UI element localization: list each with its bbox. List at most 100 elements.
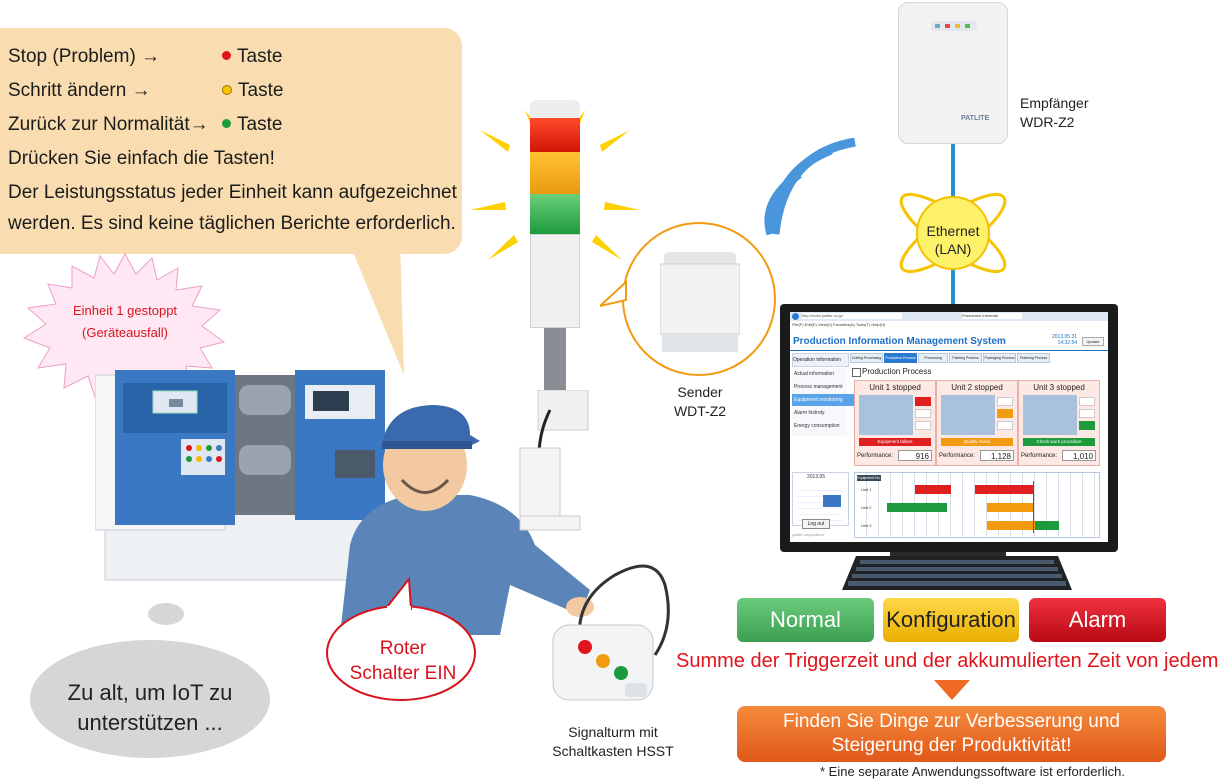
red-switch-bubble: [326, 576, 476, 701]
unit-2-status-button[interactable]: Quality check: [941, 438, 1013, 446]
unit-3-lamp-green: [1079, 421, 1095, 430]
sidebar-item-energy[interactable]: Energy consumption: [794, 423, 840, 429]
thought-cloud: [30, 640, 270, 758]
unit-2-title: Unit 2 stopped: [951, 383, 1003, 392]
wireless-signal-icon: [764, 138, 856, 236]
unit-card-1[interactable]: Unit 1 stopped Equipment failure Perform…: [854, 380, 936, 466]
browser-back-icon[interactable]: [792, 313, 799, 320]
normal-status-button: Normal: [737, 598, 874, 642]
tab-painting[interactable]: Painting Process: [949, 353, 982, 363]
unit-3-lamp-red: [1079, 397, 1095, 406]
thought-text: Zu alt, um IoT zu unterstützen ...: [40, 678, 260, 738]
unit-2-lamp-green: [997, 421, 1013, 430]
browser-address-bar: http://mahi.patlite.co.jp/ Production In…: [790, 312, 1108, 321]
down-arrow-icon: [934, 680, 970, 700]
bubble-line-press: Drücken Sie einfach die Tasten!: [8, 148, 275, 169]
section-checkbox[interactable]: [852, 368, 861, 377]
ethernet-sun-icon: [899, 193, 1007, 273]
sidebar-item-equipment[interactable]: Equipment monitoring: [792, 394, 854, 406]
sidebar-header: Operation information: [792, 353, 849, 367]
thought-line-1: Zu alt, um IoT zu: [67, 680, 233, 705]
receiver-device: PATLITE: [898, 2, 1008, 144]
timeline-header: Equipment No.: [857, 475, 881, 481]
mini-calendar[interactable]: 2013.05: [792, 472, 849, 526]
receiver-brand-logo: PATLITE: [961, 115, 990, 122]
receiver-caption: Empfänger WDR-Z2: [1020, 94, 1100, 132]
calendar-month: 2013.05: [807, 474, 826, 480]
alarm-status-button: Alarm: [1029, 598, 1166, 642]
red-switch-text: Roter Schalter EIN: [332, 636, 474, 686]
unit-2-perf-value: 1,128: [980, 450, 1014, 461]
receiver-led-icon: [935, 24, 940, 28]
unit-1-status-button[interactable]: Equipment failure: [859, 438, 931, 446]
unit-2-image: [941, 395, 995, 435]
tower-green-light: [530, 194, 580, 234]
unit-2-lamp-amber: [997, 409, 1013, 418]
timeline-grid: Equipment No. Unit 1 Unit 2 Unit 3: [854, 472, 1100, 538]
footer-text: patlite corporation: [792, 532, 824, 537]
calendar-selected-week: [823, 495, 841, 507]
ethernet-label-line-2: (LAN): [934, 241, 972, 257]
sidebar-item-actual[interactable]: Actual information: [794, 371, 835, 377]
sidebar-item-process[interactable]: Process management: [794, 384, 843, 390]
signal-caption-line-1: Signalturm mit: [568, 724, 658, 740]
app-title: Production Information Management System: [793, 336, 1006, 347]
red-switch-line-2: Schalter EIN: [349, 663, 457, 684]
receiver-caption-line-2: WDR-Z2: [1020, 114, 1075, 130]
tower-cap: [530, 100, 580, 120]
unit-3-status-button[interactable]: Check work procedure: [1023, 438, 1095, 446]
timeline-row-label-2: Unit 2: [861, 505, 872, 510]
red-switch-line-1: Roter: [379, 638, 427, 659]
bubble-line-status: Der Leistungsstatus jeder Einheit kann a…: [8, 182, 457, 203]
timeline-bar: [987, 521, 1035, 530]
app-date: 2013.05.31: [1052, 334, 1078, 340]
unit-card-2[interactable]: Unit 2 stopped Quality check Performance…: [936, 380, 1018, 466]
bubble-line-normal: Zurück zur Normalität→ Taste: [8, 114, 283, 135]
burst-line-2: (Geräteausfall): [82, 325, 168, 340]
unit-card-3[interactable]: Unit 3 stopped Check work procedure Perf…: [1018, 380, 1100, 466]
browser-url[interactable]: http://mahi.patlite.co.jp/: [802, 313, 902, 319]
keyboard: [842, 556, 1072, 590]
tab-finishing[interactable]: Finishing Process: [1017, 353, 1050, 363]
logout-button[interactable]: Log out: [802, 519, 830, 529]
timeline-bar: [975, 485, 1033, 494]
green-dot-icon: [222, 119, 231, 129]
tower-pole: [544, 328, 566, 398]
tower-red-light: [530, 118, 580, 152]
tower-amber-light: [530, 152, 580, 194]
signal-caption-line-2: Schaltkasten HSST: [552, 743, 674, 759]
bubble-line-step: Schritt ändern → Taste: [8, 80, 284, 101]
update-button[interactable]: Update: [1082, 337, 1104, 346]
title-rule: [790, 350, 1108, 351]
browser-tab[interactable]: Production Informati: [962, 313, 1022, 319]
receiver-led-icon: [945, 24, 950, 28]
signal-tower-caption: Signalturm mit Schaltkasten HSST: [548, 723, 678, 761]
unit-2-perf-label: Performance:: [939, 453, 976, 459]
sender-caption-line-2: WDT-Z2: [673, 403, 727, 419]
ethernet-label: Ethernet (LAN): [913, 222, 993, 258]
app-time: 14:32:54: [1057, 340, 1078, 346]
unit-3-lamp-amber: [1079, 409, 1095, 418]
red-dot-icon: [222, 51, 231, 61]
burst-text: Einheit 1 gestoppt (Geräteausfall): [58, 300, 192, 344]
tab-processing[interactable]: Processing: [918, 353, 948, 363]
tab-packaging[interactable]: Packaging Process: [983, 353, 1016, 363]
switch-box: [552, 564, 670, 701]
config-status-button: Konfiguration: [883, 598, 1019, 642]
browser-menu[interactable]: File(F) Edit(E) View(V) Favorites(A) Too…: [792, 322, 886, 327]
tab-production[interactable]: Production Process: [884, 353, 917, 363]
bubble-line-stop: Stop (Problem) → Taste: [8, 46, 283, 67]
tower-body: [530, 234, 580, 328]
unit-1-perf-label: Performance:: [857, 453, 894, 459]
old-machine: [95, 370, 385, 581]
unit-1-lamp-amber: [915, 409, 931, 418]
unit-2-lamp-red: [997, 397, 1013, 406]
tab-cutting[interactable]: Cutting Processing: [850, 353, 883, 363]
section-title: Production Process: [862, 367, 932, 376]
unit-1-lamp-red: [915, 397, 931, 406]
thought-dot-1: [148, 603, 184, 625]
sidebar-item-alarm[interactable]: Alarm histroty: [794, 410, 825, 416]
timeline-bar: [915, 485, 951, 494]
receiver-led-icon: [965, 24, 970, 28]
speech-bubble-tail: [348, 240, 404, 375]
